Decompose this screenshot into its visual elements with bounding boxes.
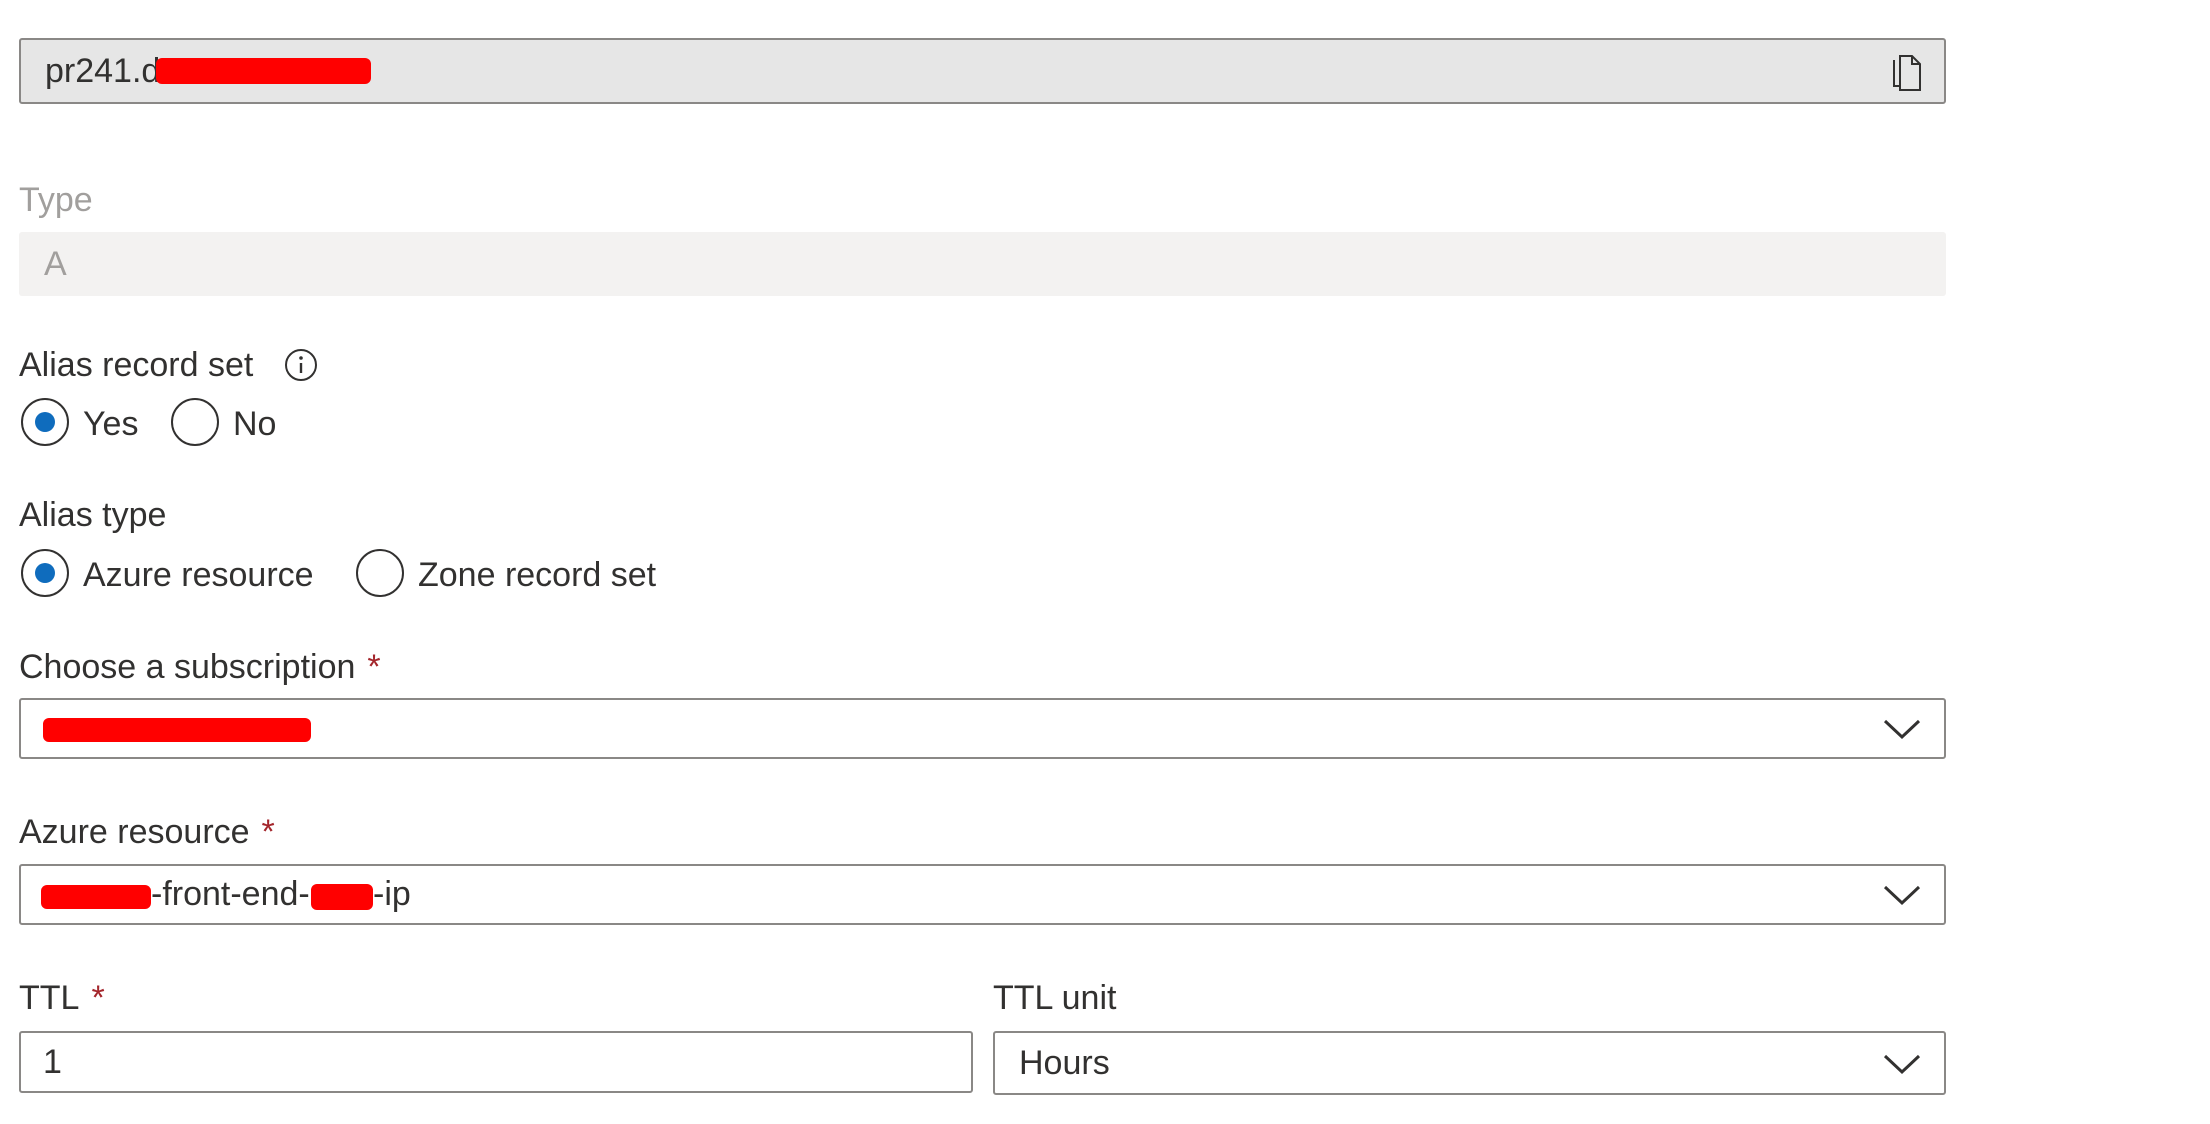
subscription-dropdown[interactable]	[19, 698, 1946, 759]
chevron-down-icon	[1883, 885, 1921, 906]
alias-type-zone-record-set-radio[interactable]	[356, 549, 404, 597]
subscription-label: Choose a subscription *	[19, 647, 381, 687]
azure-resource-label-text: Azure resource	[19, 813, 250, 851]
azure-resource-value-mid: -front-end-	[151, 875, 310, 913]
type-value: A	[44, 245, 67, 283]
required-asterisk: *	[261, 813, 275, 851]
azure-resource-label: Azure resource *	[19, 812, 275, 852]
copy-icon	[1893, 55, 1921, 91]
type-field: A	[19, 232, 1946, 296]
ttl-label: TTL *	[19, 978, 105, 1018]
alias-type-azure-resource-radio[interactable]	[21, 549, 69, 597]
redaction-mark	[43, 718, 311, 742]
record-name-field: pr241.d	[19, 38, 1946, 104]
copy-button[interactable]	[1890, 54, 1924, 92]
redaction-mark	[311, 884, 373, 910]
ttl-label-text: TTL	[19, 979, 80, 1017]
ttl-input[interactable]: 1	[19, 1031, 973, 1093]
info-button[interactable]	[284, 348, 318, 382]
azure-resource-dropdown[interactable]: -front-end- -ip	[19, 864, 1946, 925]
alias-record-set-label-text: Alias record set	[19, 346, 254, 384]
alias-record-set-yes-radio[interactable]	[21, 398, 69, 446]
required-asterisk: *	[91, 979, 105, 1017]
info-icon	[285, 349, 317, 381]
alias-record-set-no-label[interactable]: No	[233, 405, 277, 443]
type-label: Type	[19, 181, 93, 219]
alias-type-azure-resource-label[interactable]: Azure resource	[83, 556, 314, 594]
ttl-unit-dropdown[interactable]: Hours	[993, 1031, 1946, 1095]
azure-resource-value-end: -ip	[373, 875, 411, 913]
ttl-value: 1	[43, 1043, 62, 1081]
redaction-mark	[41, 885, 151, 909]
alias-record-set-label: Alias record set	[19, 345, 253, 385]
radio-selected-dot	[35, 563, 55, 583]
alias-type-zone-record-set-label[interactable]: Zone record set	[418, 556, 657, 594]
redaction-mark	[156, 58, 371, 84]
ttl-unit-label: TTL unit	[993, 979, 1117, 1017]
record-name-value: pr241.d	[45, 52, 161, 90]
chevron-down-icon	[1883, 1054, 1921, 1075]
chevron-down-icon	[1883, 719, 1921, 740]
subscription-label-text: Choose a subscription	[19, 648, 356, 686]
radio-selected-dot	[35, 412, 55, 432]
required-asterisk: *	[367, 648, 381, 686]
ttl-unit-value: Hours	[1019, 1044, 1110, 1082]
alias-record-set-no-radio[interactable]	[171, 398, 219, 446]
alias-type-label: Alias type	[19, 496, 167, 534]
alias-record-set-yes-label[interactable]: Yes	[83, 405, 139, 443]
